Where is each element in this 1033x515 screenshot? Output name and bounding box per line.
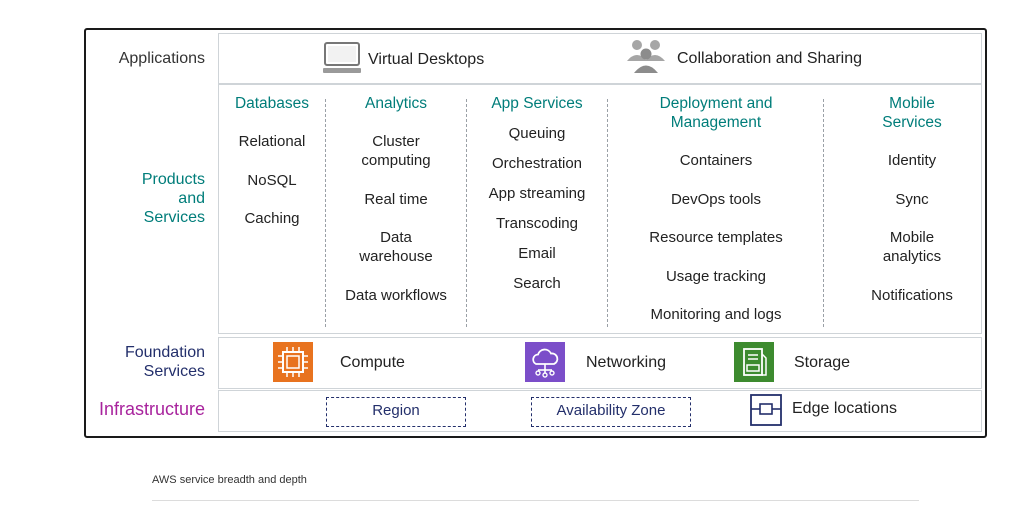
list-item: Resource templates: [649, 229, 783, 246]
list-item: Transcoding: [496, 215, 578, 232]
list-item: Identity: [887, 152, 937, 169]
list-item-line: warehouse: [359, 248, 433, 265]
virtual-desktops-label: Virtual Desktops: [368, 51, 485, 68]
column-heading-line: Deployment and: [659, 95, 773, 112]
storage-label: Storage: [794, 354, 851, 371]
column-deployment-management: Deployment and Management Containers Dev…: [612, 94, 820, 334]
column-heading-line: Services: [882, 114, 942, 131]
list-item: Data workflows: [345, 287, 447, 304]
list-item: Sync: [895, 191, 929, 208]
list-item: Email: [518, 245, 556, 262]
compute-chip-icon: [273, 342, 313, 382]
list-item: NoSQL: [247, 172, 297, 189]
row-label-line: Foundation: [124, 344, 205, 361]
people-group-icon: [627, 40, 665, 73]
column-divider: [607, 99, 608, 327]
list-item-line: Cluster: [372, 133, 420, 150]
list-item: Real time: [364, 191, 428, 208]
list-item: Monitoring and logs: [650, 306, 782, 323]
collaboration-label: Collaboration and Sharing: [677, 50, 863, 67]
figure-caption: AWS service breadth and depth: [152, 474, 307, 486]
row-label-infrastructure: Infrastructure: [98, 399, 205, 419]
list-item-line: Mobile: [889, 229, 935, 246]
column-heading: Analytics: [364, 95, 428, 112]
list-item: Notifications: [871, 287, 953, 304]
column-mobile-services: Mobile Services Identity Sync Mobile ana…: [838, 94, 986, 334]
column-heading: Deployment and Management: [612, 94, 820, 132]
list-item: Caching: [244, 210, 300, 227]
list-item: Orchestration: [491, 155, 583, 172]
row-label-line: and: [178, 190, 205, 207]
row-label-line: Products: [141, 171, 205, 188]
list-item: Search: [513, 275, 561, 292]
desktop-icon: [323, 42, 361, 73]
column-databases: Databases Relational NoSQL Caching: [222, 94, 322, 334]
networking-label: Networking: [586, 354, 667, 371]
compute-label: Compute: [340, 354, 405, 371]
column-heading-line: Mobile: [889, 95, 935, 112]
list-item: Containers: [679, 152, 753, 169]
list-item: Relational: [238, 133, 306, 150]
column-divider: [466, 99, 467, 327]
region-box: Region: [326, 397, 466, 427]
column-app-services: App Services Queuing Orchestration App s…: [470, 94, 604, 334]
caption-divider: [152, 500, 919, 501]
column-heading: Mobile Services: [838, 94, 986, 132]
networking-cloud-icon: [525, 342, 565, 382]
list-item: DevOps tools: [670, 191, 762, 208]
list-item: Usage tracking: [665, 268, 767, 285]
column-divider: [823, 99, 824, 327]
availability-zone-box: Availability Zone: [531, 397, 691, 427]
column-heading-line: Management: [670, 114, 762, 131]
column-heading: App Services: [491, 95, 583, 112]
products-services-box: [218, 84, 982, 334]
row-label-line: Services: [143, 209, 205, 226]
row-label-foundation-services: Foundation Services: [84, 343, 205, 381]
list-item-line: computing: [361, 152, 431, 169]
column-divider: [325, 99, 326, 327]
edge-location-icon: [750, 394, 782, 426]
list-item-line: analytics: [882, 248, 942, 265]
storage-icon: [734, 342, 774, 382]
list-item: App streaming: [488, 185, 586, 202]
list-item-line: Data: [380, 229, 412, 246]
foundation-services-box: [218, 337, 982, 389]
row-label-applications: Applications: [118, 50, 205, 67]
list-item: Queuing: [508, 125, 566, 142]
row-label-products-and-services: Products and Services: [84, 170, 205, 227]
edge-locations-label: Edge locations: [792, 400, 897, 417]
list-item: Mobile analytics: [838, 228, 986, 266]
list-item: Data warehouse: [330, 228, 462, 266]
row-label-line: Services: [143, 363, 205, 380]
column-heading: Databases: [234, 95, 310, 112]
list-item: Cluster computing: [330, 132, 462, 170]
column-analytics: Analytics Cluster computing Real time Da…: [330, 94, 462, 334]
